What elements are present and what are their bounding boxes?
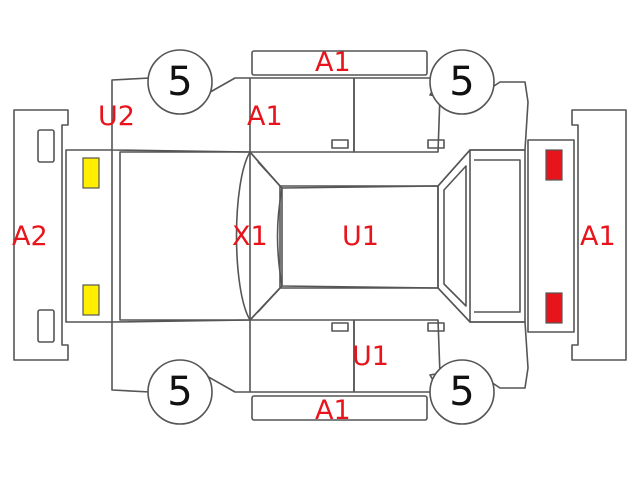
windshield-inner: [257, 161, 283, 313]
upper-rear-handle: [427, 139, 445, 149]
wheel-rear-left-number: 5: [449, 59, 475, 105]
lower-rear-handle: [427, 322, 445, 332]
hood-panel: [119, 151, 251, 321]
bottom-sill-bar: [251, 395, 428, 421]
roof-panel: [276, 185, 439, 289]
wheel-front-left-number: 5: [167, 59, 193, 105]
front-bumper-slot-top: [37, 129, 55, 163]
front-light-top: [82, 157, 100, 189]
label-upper-door: A1: [247, 101, 283, 132]
front-bumper-outline: [13, 109, 69, 361]
rear-lamp-panel: [527, 139, 575, 333]
front-light-bottom: [82, 284, 100, 316]
wheel-circle-front-right: [147, 359, 213, 425]
rear-bumper-outline: [571, 109, 627, 361]
wheel-circle-rear-left: [429, 49, 495, 115]
label-roof: U1: [342, 221, 379, 252]
lower-rear-door: [353, 319, 441, 392]
label-rear-bumper: A1: [580, 221, 616, 252]
wheel-circle-front-left: [147, 49, 213, 115]
upper-front-handle: [331, 139, 349, 149]
rear-glass-inner: [443, 165, 467, 307]
wheel-rear-right-number: 5: [449, 369, 475, 415]
label-top-side: A1: [315, 47, 351, 78]
top-sill-bar: [251, 50, 428, 76]
front-bumper-slot-bottom: [37, 309, 55, 343]
label-front-corner: U2: [98, 101, 135, 132]
wheel-circle-rear-right: [429, 359, 495, 425]
trunk-inner: [474, 159, 521, 313]
rear-light-top: [545, 149, 563, 181]
label-front-bumper: A2: [12, 221, 48, 252]
wheel-front-right-number: 5: [167, 369, 193, 415]
upper-rear-door: [353, 78, 441, 153]
label-hood: X1: [232, 221, 268, 252]
rear-light-bottom: [545, 292, 563, 324]
label-lower-door: U1: [352, 341, 389, 372]
lower-front-handle: [331, 322, 349, 332]
trunk-outline: [470, 149, 526, 323]
windshield-outline: [235, 151, 281, 321]
label-bottom-side: A1: [315, 395, 351, 426]
